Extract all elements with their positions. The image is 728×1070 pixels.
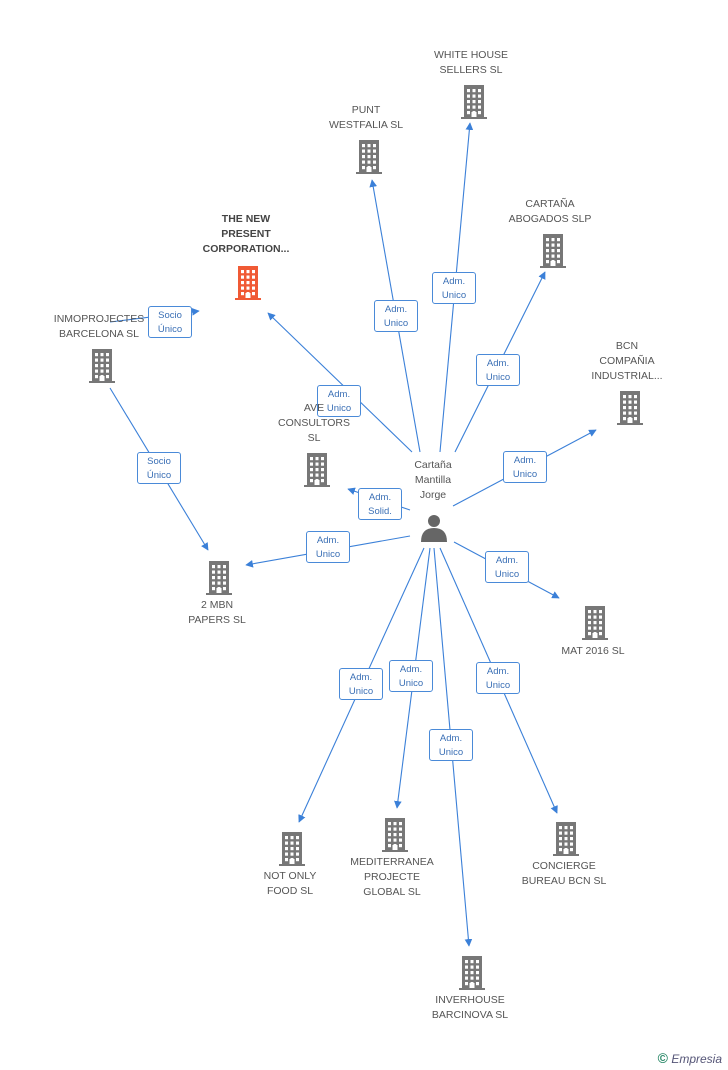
person-label[interactable]: Cartaña Mantilla Jorge	[414, 459, 452, 501]
building-icon-cartana-abogados[interactable]	[540, 234, 566, 268]
edge-label-the-new-present[interactable]: Adm. Unico	[317, 385, 361, 417]
company-label-ave-consultors[interactable]: AVE CONSULTORS SL	[278, 402, 350, 444]
edge-label-white-house[interactable]: Adm. Unico	[432, 272, 476, 304]
company-label-bcn-compania[interactable]: BCN COMPAÑIA INDUSTRIAL...	[591, 340, 663, 382]
edge-label-mat-2016[interactable]: Adm. Unico	[485, 551, 529, 583]
company-label-inmoprojectes[interactable]: INMOPROJECTES BARCELONA SL	[53, 313, 145, 340]
company-label-mat-2016[interactable]: MAT 2016 SL	[561, 645, 625, 657]
edge-label-punt-westfalia[interactable]: Adm. Unico	[374, 300, 418, 332]
company-label-punt-westfalia[interactable]: PUNT WESTFALIA SL	[328, 104, 404, 131]
building-icon-mediterranea[interactable]	[382, 818, 408, 852]
company-label-mediterranea[interactable]: MEDITERRANEA PROJECTE GLOBAL SL	[350, 856, 434, 898]
building-icon-2mbn-papers[interactable]	[206, 561, 232, 595]
edge-label-inverhouse[interactable]: Adm. Unico	[429, 729, 473, 761]
company-label-inverhouse[interactable]: INVERHOUSE BARCINOVA SL	[431, 994, 509, 1021]
company-label-white-house[interactable]: WHITE HOUSE SELLERS SL	[433, 49, 509, 76]
building-icon-ave-consultors[interactable]	[304, 453, 330, 487]
edge-label-the-new-present[interactable]: Socio Único	[148, 306, 192, 338]
company-label-cartana-abogados[interactable]: CARTAÑA ABOGADOS SLP	[508, 198, 592, 225]
edge-label-ave-consultors[interactable]: Adm. Solid.	[358, 488, 402, 520]
edge-label-cartana-abogados[interactable]: Adm. Unico	[476, 354, 520, 386]
edge-label-not-only-food[interactable]: Adm. Unico	[339, 668, 383, 700]
building-icon-the-new-present[interactable]	[235, 266, 261, 300]
building-icon-concierge[interactable]	[553, 822, 579, 856]
building-icon-bcn-compania[interactable]	[617, 391, 643, 425]
company-label-2mbn-papers[interactable]: 2 MBN PAPERS SL	[188, 599, 246, 626]
person-icon[interactable]	[421, 515, 447, 542]
building-icon-inverhouse[interactable]	[459, 956, 485, 990]
edge-label-2mbn-papers[interactable]: Socio Único	[137, 452, 181, 484]
company-label-the-new-present[interactable]: THE NEW PRESENT CORPORATION...	[202, 213, 290, 255]
edge-label-concierge[interactable]: Adm. Unico	[476, 662, 520, 694]
building-icon-white-house[interactable]	[461, 85, 487, 119]
edge-center-to-the-new-present	[267, 312, 413, 453]
empresia-watermark: © Empresia	[657, 1050, 722, 1066]
company-label-concierge[interactable]: CONCIERGE BUREAU BCN SL	[521, 860, 607, 887]
building-icon-punt-westfalia[interactable]	[356, 140, 382, 174]
edge-label-2mbn-papers[interactable]: Adm. Unico	[306, 531, 350, 563]
building-icon-inmoprojectes[interactable]	[89, 349, 115, 383]
edge-label-bcn-compania[interactable]: Adm. Unico	[503, 451, 547, 483]
building-icon-not-only-food[interactable]	[279, 832, 305, 866]
building-icon-mat-2016[interactable]	[582, 606, 608, 640]
company-label-not-only-food[interactable]: NOT ONLY FOOD SL	[263, 870, 317, 897]
edge-label-mediterranea[interactable]: Adm. Unico	[389, 660, 433, 692]
